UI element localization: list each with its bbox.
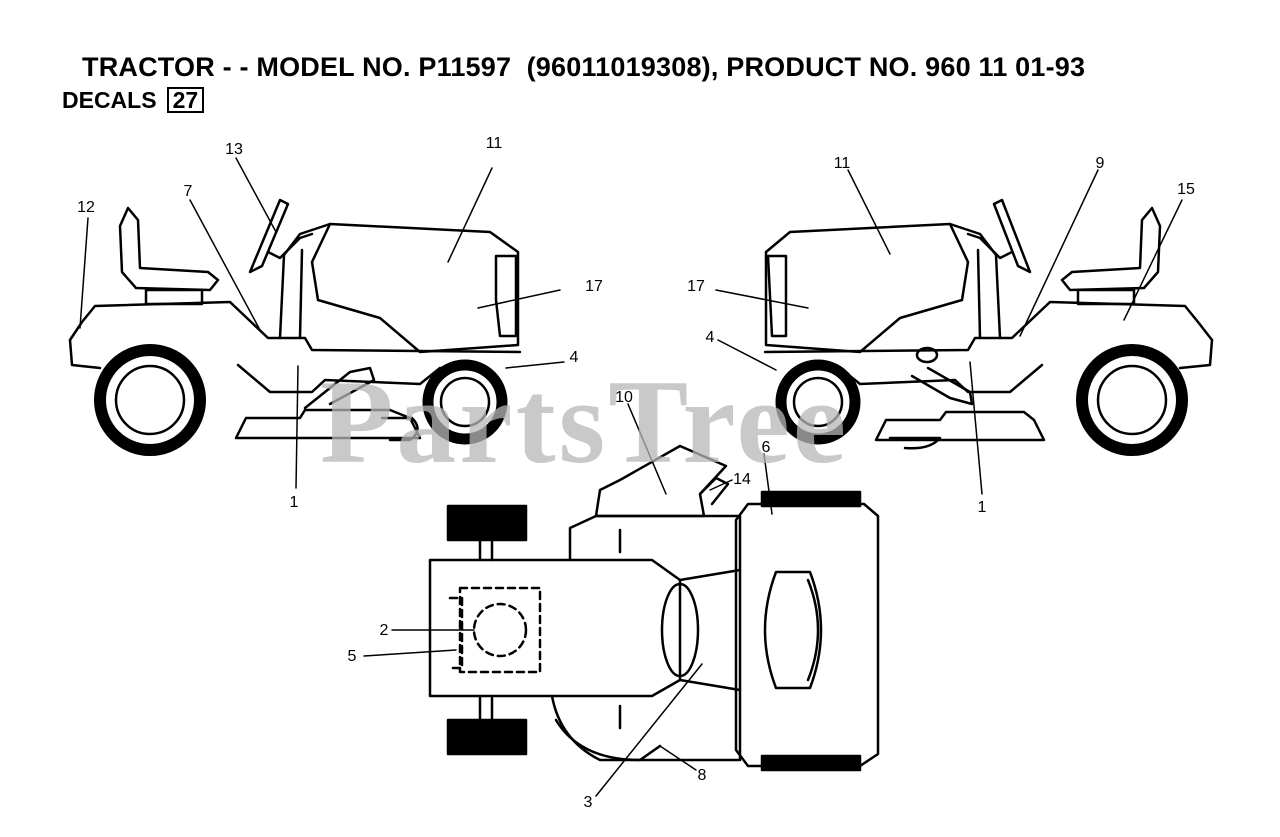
front-wheel-hub-right <box>792 376 844 428</box>
callout-15-right: 15 <box>1177 181 1195 198</box>
callout-4-left: 4 <box>570 349 579 366</box>
leader-4-left <box>505 361 565 369</box>
callout-8-top: 8 <box>698 767 707 784</box>
mower-deck-left <box>234 408 422 440</box>
leader-9-right <box>1019 169 1099 337</box>
seat-right <box>1060 206 1162 292</box>
tractor-right-side-view <box>763 198 1214 456</box>
lift-knob-right <box>915 346 939 364</box>
steering-wheel-left <box>248 198 290 274</box>
hood-decal-outline <box>458 586 542 674</box>
leader-11-right <box>847 169 891 255</box>
tractor-top-view <box>428 444 880 772</box>
rear-tire-top-lower <box>760 754 862 772</box>
front-wheel-left <box>422 359 508 445</box>
leader-17-left <box>477 289 561 309</box>
rear-wheel-hub-right <box>1096 364 1168 436</box>
page-title: TRACTOR - - MODEL NO. P11597 (9601101930… <box>82 52 1086 82</box>
section-heading: DECALS 27 <box>62 87 205 114</box>
pedal-left <box>303 366 376 410</box>
leader-8-top <box>659 745 697 771</box>
callout-2-top: 2 <box>380 622 389 639</box>
callout-10-top: 10 <box>615 389 633 406</box>
hood-top <box>428 558 682 698</box>
leader-3-top <box>595 663 703 797</box>
leader-1-left <box>295 365 299 489</box>
leader-lines <box>79 157 1183 797</box>
deck-chute-left <box>380 416 419 442</box>
leader-10-top <box>627 403 667 495</box>
mower-deck-right <box>874 410 1046 442</box>
hood-left <box>310 222 520 354</box>
section-label: DECALS <box>62 87 157 113</box>
callout-4-right: 4 <box>706 329 715 346</box>
callout-numbers: 13 11 7 12 17 4 1 11 9 15 17 4 1 10 14 6… <box>77 135 1195 811</box>
rear-fender-top <box>734 502 880 768</box>
body-top <box>550 514 742 762</box>
callout-11-left: 11 <box>486 135 503 152</box>
section-number-box: 27 <box>166 87 205 113</box>
rear-wheel-hub-left <box>114 364 186 436</box>
leader-7-left <box>189 199 261 331</box>
front-tire-top-upper <box>446 504 528 542</box>
callout-11-right: 11 <box>834 155 851 172</box>
rear-body-left <box>68 300 522 354</box>
watermark: PartsTree <box>320 355 849 488</box>
body-divider-top <box>618 528 742 730</box>
front-tire-top-lower <box>446 718 528 756</box>
callout-14-top: 14 <box>733 471 751 488</box>
rear-wheel-left <box>94 344 206 456</box>
chute-detail-top <box>698 476 730 506</box>
callout-9-right: 9 <box>1096 155 1105 172</box>
leader-1-right <box>969 361 983 495</box>
leader-11-left <box>447 167 493 263</box>
body-lower-left <box>68 338 442 394</box>
deck-chute-right <box>888 436 942 450</box>
leader-14-top <box>709 479 733 491</box>
callout-17-left: 17 <box>585 278 603 295</box>
front-wheel-right <box>775 359 861 445</box>
dash-right <box>948 222 1002 340</box>
rear-body-right <box>763 300 1214 354</box>
deck-bottom-top <box>554 718 662 762</box>
leader-6-top <box>763 453 773 515</box>
rear-wheel-right <box>1076 344 1188 456</box>
leader-17-right <box>715 289 809 309</box>
leader-13-left <box>235 157 277 233</box>
callout-7-left: 7 <box>184 183 193 200</box>
callout-1-right: 1 <box>978 499 987 516</box>
callout-6-top: 6 <box>762 439 771 456</box>
steering-wheel-right <box>992 198 1032 274</box>
callout-12-left: 12 <box>77 199 95 216</box>
pedal-right <box>910 366 974 406</box>
seat-left <box>118 206 220 292</box>
hood-side-panel-left <box>494 254 518 338</box>
hood-side-panel-right <box>766 254 788 338</box>
seat-back-top <box>806 578 820 682</box>
seat-top <box>763 570 823 690</box>
front-axle-top <box>478 538 494 722</box>
callout-1-left: 1 <box>290 494 299 511</box>
rear-tire-top-upper <box>760 490 862 508</box>
leader-12-left <box>79 217 89 329</box>
dash-left <box>278 222 332 340</box>
callout-17-right: 17 <box>687 278 705 295</box>
front-wheel-hub-left <box>439 376 491 428</box>
leader-15-right <box>1123 199 1183 321</box>
leader-4-right <box>717 339 777 371</box>
hood-panel-left <box>448 596 464 670</box>
leader-5-top <box>363 649 457 657</box>
hood-logo-outline <box>472 602 528 658</box>
callout-3-top: 3 <box>584 794 593 811</box>
body-lower-right <box>838 338 1214 394</box>
tractor-left-side-view <box>68 198 522 456</box>
callout-5-top: 5 <box>348 648 357 665</box>
hood-right <box>764 222 970 354</box>
steering-top <box>660 582 700 678</box>
callout-13-left: 13 <box>225 141 243 158</box>
